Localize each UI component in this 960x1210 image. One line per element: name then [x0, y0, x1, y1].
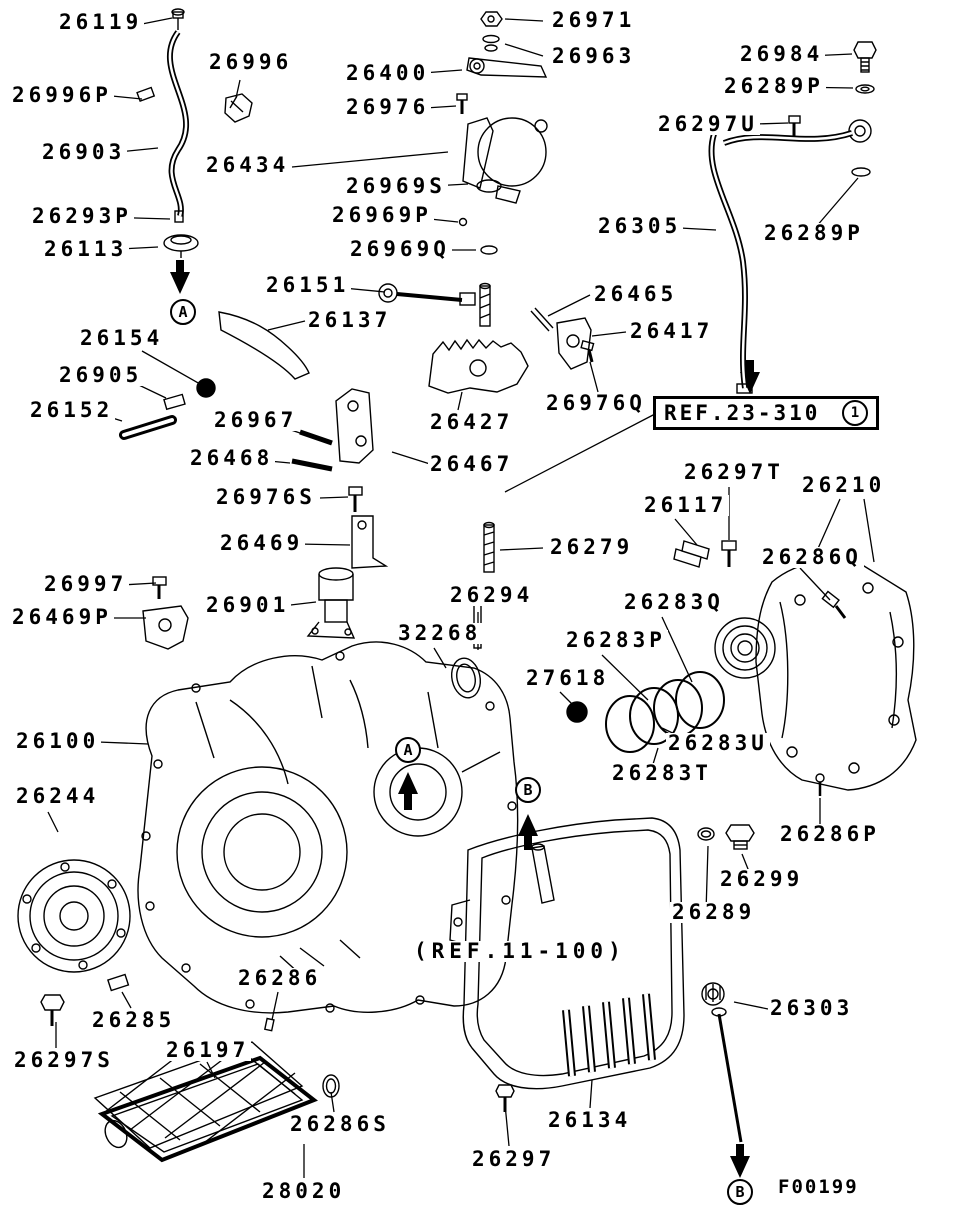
- part-label-26297U: 26297U: [656, 112, 760, 136]
- part-label-26303: 26303: [768, 996, 856, 1020]
- part-label-26905: 26905: [57, 363, 145, 387]
- part-label-26971: 26971: [550, 8, 638, 32]
- part-label-26154: 26154: [78, 326, 166, 350]
- part-label-26976Q: 26976Q: [544, 391, 648, 415]
- part-label-26417: 26417: [628, 319, 716, 343]
- part-label-26901: 26901: [204, 593, 292, 617]
- part-label-26286Q: 26286Q: [760, 545, 864, 569]
- part-label-26289P-2: 26289P: [762, 221, 866, 245]
- part-label-26434: 26434: [204, 153, 292, 177]
- part-label-26427: 26427: [428, 410, 516, 434]
- part-label-26465: 26465: [592, 282, 680, 306]
- part-label-26969Q: 26969Q: [348, 237, 452, 261]
- part-label-26283Q: 26283Q: [622, 590, 726, 614]
- part-label-26197: 26197: [164, 1038, 252, 1062]
- ref-11-100-text: (REF.11-100): [414, 939, 626, 963]
- part-label-26283P: 26283P: [564, 628, 668, 652]
- part-label-26969P: 26969P: [330, 203, 434, 227]
- part-label-26297S: 26297S: [12, 1048, 116, 1072]
- part-label-28020: 28020: [260, 1179, 348, 1203]
- figure-code: F00199: [778, 1176, 859, 1198]
- circled-1-marker: 1: [842, 400, 868, 426]
- part-label-26400: 26400: [344, 61, 432, 85]
- part-label-26151: 26151: [264, 273, 352, 297]
- part-label-27618: 27618: [524, 666, 612, 690]
- marker-b-case: B: [515, 777, 541, 803]
- part-label-26976S: 26976S: [214, 485, 318, 509]
- ref-23-310-text: REF.23-310: [664, 401, 821, 425]
- part-label-26286P: 26286P: [778, 822, 882, 846]
- dipstick-drawing: [701, 982, 743, 1143]
- breather-hose-drawing: [136, 8, 253, 258]
- part-label-26467: 26467: [428, 452, 516, 476]
- part-label-26293P: 26293P: [30, 204, 134, 228]
- part-label-26305: 26305: [596, 214, 684, 238]
- small-fasteners-drawing: [40, 973, 515, 1112]
- part-label-26289: 26289: [670, 900, 758, 924]
- part-label-26976: 26976: [344, 95, 432, 119]
- part-label-26984: 26984: [738, 42, 826, 66]
- part-label-26283T: 26283T: [610, 761, 714, 785]
- part-label-26117: 26117: [642, 493, 730, 517]
- part-label-26279: 26279: [548, 535, 636, 559]
- part-label-26210: 26210: [800, 473, 888, 497]
- speed-sensor-drawing: [456, 11, 548, 255]
- part-label-26294: 26294: [448, 583, 536, 607]
- marker-b-bottom: B: [727, 1179, 753, 1205]
- part-label-26152: 26152: [28, 398, 116, 422]
- selector-linkage-drawing: [119, 282, 595, 472]
- part-label-26469P: 26469P: [10, 605, 114, 629]
- side-cover-drawing: [17, 859, 131, 973]
- part-label-26997: 26997: [42, 572, 130, 596]
- oil-pan-drawing: [449, 817, 755, 1090]
- part-label-26285: 26285: [90, 1008, 178, 1032]
- ref-23-310-box: REF.23-310 1: [653, 396, 879, 430]
- part-label-26996P: 26996P: [10, 83, 114, 107]
- part-label-26100: 26100: [14, 729, 102, 753]
- part-label-26469: 26469: [218, 531, 306, 555]
- part-label-26113: 26113: [42, 237, 130, 261]
- part-label-26137: 26137: [306, 308, 394, 332]
- part-label-26286: 26286: [236, 966, 324, 990]
- part-label-26967: 26967: [212, 408, 300, 432]
- bracket-parts-drawing: [142, 486, 495, 699]
- part-label-26297: 26297: [470, 1147, 558, 1171]
- part-label-26299: 26299: [718, 867, 806, 891]
- part-label-26996: 26996: [207, 50, 295, 74]
- part-label-26244: 26244: [14, 784, 102, 808]
- part-label-26903: 26903: [40, 140, 128, 164]
- part-label-26119: 26119: [57, 10, 145, 34]
- part-label-26297T: 26297T: [682, 460, 786, 484]
- marker-a-case: A: [395, 737, 421, 763]
- part-label-26289P: 26289P: [722, 74, 826, 98]
- end-cover-drawing: [566, 540, 917, 796]
- transmission-case-drawing: [137, 641, 519, 1014]
- part-label-32268: 32268: [396, 621, 484, 645]
- flow-arrow-icons: [170, 260, 760, 1178]
- part-label-26969S: 26969S: [344, 174, 448, 198]
- part-label-26286S: 26286S: [288, 1112, 392, 1136]
- part-label-26963: 26963: [550, 44, 638, 68]
- marker-a-top: A: [170, 299, 196, 325]
- part-label-26134: 26134: [546, 1108, 634, 1132]
- oil-cooler-pipe-drawing: [708, 41, 877, 394]
- part-label-26468: 26468: [188, 446, 276, 470]
- part-label-26283U: 26283U: [666, 731, 770, 755]
